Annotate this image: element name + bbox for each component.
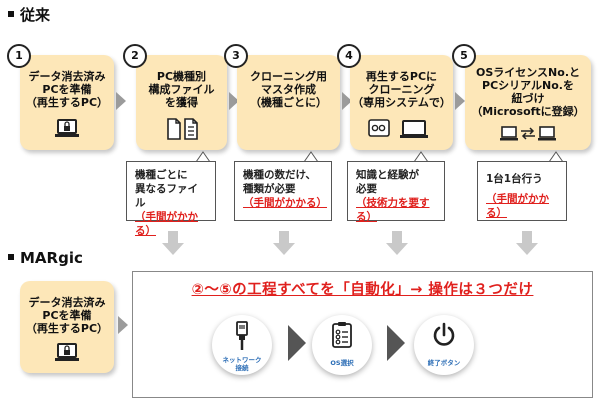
step-2-line: PC機種別 [156, 70, 207, 83]
note-4-warning: （手間がかかる） [486, 193, 549, 219]
step-1-line: （再生するPC） [25, 96, 109, 109]
power-icon [433, 322, 455, 346]
chevron-right-icon [387, 325, 405, 361]
note-3-warning: （技術力を要する） [356, 197, 430, 223]
note-1: 機種ごとに 異なるファイル （手間がかかる） [126, 161, 216, 237]
flow-arrow [229, 92, 239, 110]
down-arrow [516, 231, 538, 257]
operation-finish: 終了ボタン [414, 315, 474, 375]
operation-os-label: OS選択 [330, 359, 354, 367]
step-4-line: （専用システムで） [352, 96, 451, 109]
margic-step-box: データ消去済み PCを準備 （再生するPC） [20, 281, 114, 373]
laptop-lock-icon [55, 119, 79, 137]
note-3: 知識と経験が 必要 （技術力を要する） [347, 161, 445, 223]
step-number-4: 4 [337, 44, 361, 68]
step-5-line: 紐づけ [511, 92, 545, 105]
operation-network: ネットワーク 接続 [212, 315, 272, 375]
note-2: 機種の数だけ、 種類が必要 （手間がかかる） [234, 161, 332, 221]
step-5-line: PCシリアルNo.を [482, 79, 574, 92]
operation-network-label: ネットワーク 接続 [222, 356, 262, 372]
margic-step-line: PCを準備 [42, 309, 92, 322]
margic-step-line: （再生するPC） [25, 322, 109, 335]
note-3-line: 知識と経験が [356, 169, 419, 181]
step-4-line: クローニング [368, 83, 435, 96]
step-1-box: データ消去済み PCを準備 （再生するPC） [20, 55, 114, 150]
section-title-margic: MARgic [8, 249, 83, 267]
section-title-conventional: 従来 [8, 4, 50, 25]
step-number-1: 1 [7, 44, 31, 68]
operation-finish-label: 終了ボタン [427, 359, 461, 367]
step-2-box: PC機種別 構成ファイル を獲得 [136, 55, 227, 150]
note-1-warning: （手間がかかる） [135, 211, 198, 237]
operation-os-select: OS選択 [312, 315, 372, 375]
step-number-2: 2 [123, 44, 147, 68]
step-4-box: 再生するPCに クローニング （専用システムで） [350, 55, 453, 150]
note-2-line: 機種の数だけ、 [243, 169, 316, 181]
flow-arrow [116, 92, 126, 110]
note-2-line: 種類が必要 [243, 183, 296, 195]
step-5-line: OSライセンスNo.と [476, 66, 580, 79]
down-arrow [386, 231, 408, 257]
step-1-line: PCを準備 [42, 83, 92, 96]
bullet-square-icon [8, 253, 14, 260]
flow-arrow [455, 92, 465, 110]
documents-icon [167, 118, 198, 140]
flow-arrow [342, 92, 352, 110]
step-5-box: OSライセンスNo.と PCシリアルNo.を 紐づけ （Microsoftに登録… [465, 55, 591, 150]
step-1-line: データ消去済み [28, 70, 106, 83]
step-2-line: を獲得 [165, 96, 198, 109]
note-3-line: 必要 [356, 183, 377, 195]
step-3-line: マスタ作成 [261, 83, 316, 96]
step-number-5: 5 [452, 44, 476, 68]
note-4: 1台1台行う （手間がかかる） [477, 161, 567, 221]
note-1-line: 機種ごとに [135, 169, 188, 181]
step-number-3: 3 [224, 44, 248, 68]
laptop-exchange-icon [500, 126, 556, 141]
automation-headline: ②～⑤の工程すべてを「自動化」→ 操作は３つだけ [191, 282, 534, 298]
step-3-line: クローニング用 [250, 70, 327, 83]
step-3-box: クローニング用 マスタ作成 （機種ごとに） [237, 55, 340, 150]
bullet-square-icon [8, 10, 14, 17]
note-4-line: 1台1台行う [486, 173, 543, 185]
step-4-line: 再生するPCに [365, 70, 438, 83]
checklist-icon [332, 322, 352, 348]
step-5-line: （Microsoftに登録） [471, 105, 585, 118]
flow-arrow [118, 316, 128, 334]
note-2-warning: （手間がかかる） [243, 197, 327, 209]
laptop-system-icon [368, 119, 428, 138]
note-1-line: 異なるファイル [135, 183, 198, 209]
down-arrow [273, 231, 295, 257]
laptop-lock-icon [55, 343, 79, 361]
network-cable-icon [236, 321, 248, 350]
chevron-right-icon [288, 325, 306, 361]
down-arrow [162, 231, 184, 257]
step-3-line: （機種ごとに） [250, 96, 327, 109]
step-2-line: 構成ファイル [148, 83, 215, 96]
margic-step-line: データ消去済み [28, 296, 106, 309]
